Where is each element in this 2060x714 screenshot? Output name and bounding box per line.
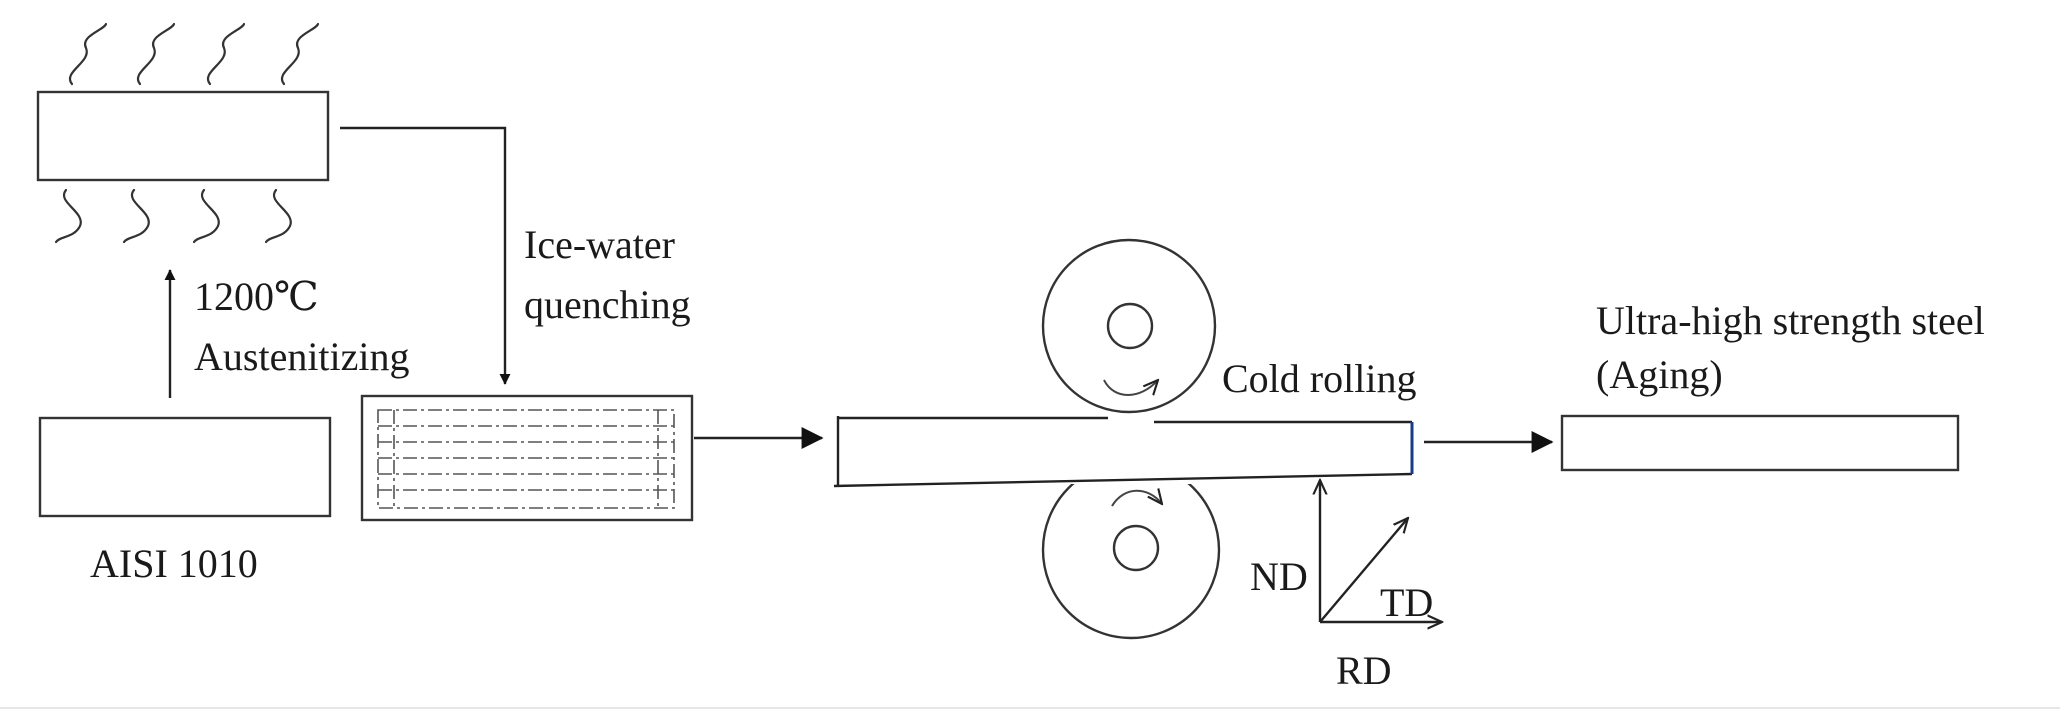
cold-rolling-label: Cold rolling <box>1222 356 1416 401</box>
td-label: TD <box>1380 580 1433 625</box>
top-roll-rotation-icon <box>1103 380 1158 396</box>
product-label-line1: Ultra-high strength steel <box>1596 298 1985 343</box>
material-label: AISI 1010 <box>90 541 258 586</box>
heat-waves-top <box>68 22 320 86</box>
heat-waves-bottom <box>54 188 292 244</box>
furnace-block <box>36 90 330 182</box>
product-label-line2: (Aging) <box>1596 352 1723 397</box>
quench-bath <box>360 394 694 522</box>
rd-label: RD <box>1336 648 1392 693</box>
quench-label-line2: quenching <box>524 282 691 327</box>
rolled-strip <box>834 418 1412 484</box>
bottom-roll-axle <box>1112 524 1160 572</box>
quench-arrow <box>340 126 511 385</box>
temperature-label: 1200℃ <box>194 274 319 319</box>
furnace <box>36 22 330 244</box>
austenitizing-label: Austenitizing <box>194 334 410 379</box>
quench-label-line1: Ice-water <box>524 222 675 267</box>
raw-sample-box <box>38 416 332 518</box>
top-roll-axle <box>1106 302 1154 350</box>
product-strip <box>1560 414 1960 472</box>
bottom-roll-rotation-icon <box>1111 491 1162 507</box>
orientation-axes <box>1320 480 1442 622</box>
nd-label: ND <box>1250 554 1308 599</box>
rolling-mill <box>833 238 1414 640</box>
